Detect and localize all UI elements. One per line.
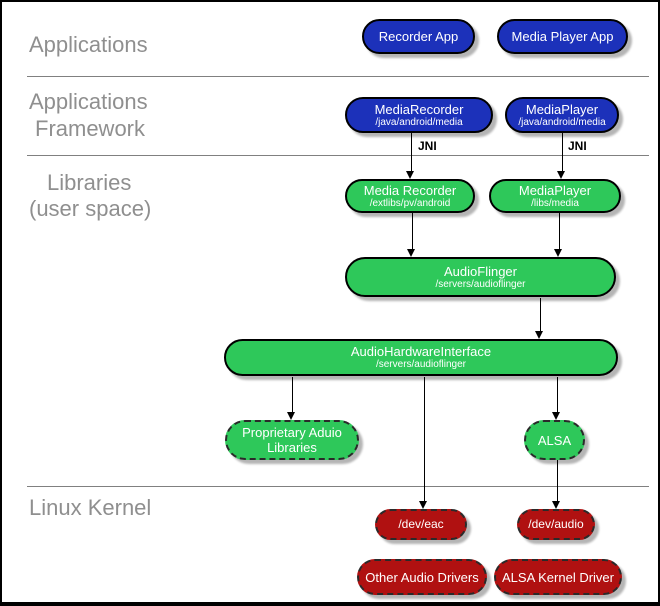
connector-mediarecorder-jni: [411, 133, 412, 171]
connector-ahi-to-proprietary: [292, 377, 293, 412]
node-label: /dev/eac: [398, 517, 444, 531]
node-label: Recorder App: [378, 29, 459, 44]
node-label: Proprietary Aduio Libraries: [242, 425, 342, 455]
arrowhead: [554, 249, 562, 257]
node-audioflinger: AudioFlinger /servers/audioflinger: [345, 257, 616, 297]
node-mediarecorder-framework: MediaRecorder /java/android/media: [345, 97, 493, 133]
arrowhead: [419, 501, 427, 509]
node-label: MediaPlayer: [525, 101, 599, 117]
node-alsa-kernel-driver: ALSA Kernel Driver: [494, 559, 622, 595]
node-sublabel: /extlibs/pv/android: [369, 197, 451, 209]
node-recorder-app: Recorder App: [362, 19, 475, 54]
layer-divider-1: [27, 76, 649, 77]
connector-player-to-audioflinger: [559, 213, 560, 249]
layer-label-libraries-line1: Libraries: [47, 170, 132, 195]
layer-label-framework-line2: Framework: [35, 116, 146, 141]
node-label: Other Audio Drivers: [365, 569, 479, 585]
connector-audioflinger-to-ahi: [540, 298, 541, 331]
layer-divider-3: [27, 486, 649, 487]
layer-label-linux-kernel: Linux Kernel: [29, 495, 152, 520]
node-mediaplayer-framework: MediaPlayer /java/android/media: [505, 97, 619, 133]
arrowhead: [406, 171, 414, 179]
node-label: Media Recorder: [363, 182, 457, 198]
node-sublabel: /java/android/media: [518, 116, 606, 128]
node-sublabel: /servers/audioflinger: [375, 359, 467, 370]
node-label: Media Player App: [511, 29, 614, 44]
arrowhead: [552, 412, 560, 420]
layer-divider-2: [27, 155, 649, 156]
node-label: MediaPlayer: [518, 182, 592, 198]
connector-mediaplayer-jni: [562, 133, 563, 171]
connector-alsa-to-dev-audio: [557, 460, 558, 501]
node-label: AudioHardwareInterface: [350, 344, 492, 359]
node-mediaplayer-library: MediaPlayer /libs/media: [489, 179, 621, 213]
connector-ahi-to-alsa: [557, 377, 558, 412]
node-alsa: ALSA: [524, 420, 585, 460]
connector-recorder-to-audioflinger: [412, 213, 413, 249]
node-label: /dev/audio: [528, 517, 584, 531]
node-sublabel: /servers/audioflinger: [435, 278, 526, 290]
node-label: AudioFlinger: [444, 263, 517, 279]
node-label: ALSA Kernel Driver: [502, 569, 614, 585]
node-dev-audio: /dev/audio: [517, 509, 595, 540]
arrowhead: [287, 412, 295, 420]
node-sublabel: /libs/media: [531, 197, 579, 209]
node-media-recorder-library: Media Recorder /extlibs/pv/android: [345, 179, 475, 213]
layer-label-framework-line1: Applications: [29, 89, 148, 114]
jni-label-right: JNI: [568, 139, 587, 153]
node-label: ALSA: [537, 432, 572, 448]
node-audio-hardware-interface: AudioHardwareInterface /servers/audiofli…: [224, 339, 618, 376]
arrowhead: [557, 171, 565, 179]
jni-label-left: JNI: [418, 139, 437, 153]
node-other-audio-drivers: Other Audio Drivers: [357, 559, 487, 595]
node-proprietary-audio-libraries: Proprietary Aduio Libraries: [225, 420, 359, 460]
layer-label-applications: Applications: [29, 32, 148, 57]
node-sublabel: /java/android/media: [375, 116, 463, 128]
arrowhead: [407, 249, 415, 257]
node-dev-eac: /dev/eac: [375, 509, 467, 540]
node-media-player-app: Media Player App: [497, 19, 628, 54]
arrowhead: [535, 331, 543, 339]
layer-label-libraries-line2: (user space): [29, 196, 152, 221]
arrowhead: [552, 501, 560, 509]
connector-ahi-to-dev-eac: [424, 377, 425, 501]
node-label: MediaRecorder: [374, 101, 464, 117]
